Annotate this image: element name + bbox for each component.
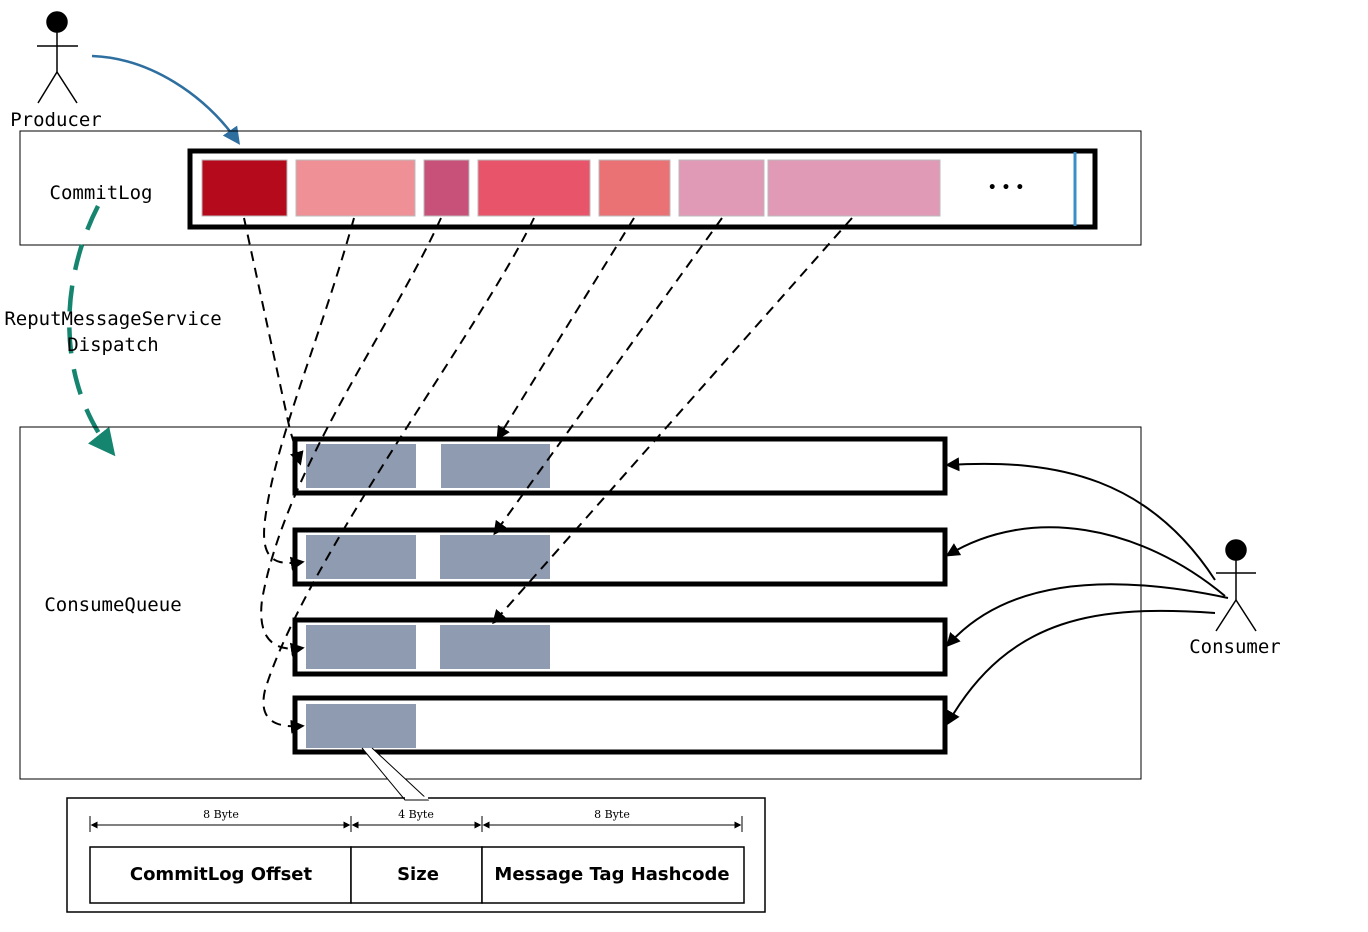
queue-entry (306, 535, 416, 579)
mapping-arrow (263, 217, 355, 571)
consume-queues (292, 436, 948, 755)
commitlog-messages (201, 159, 941, 217)
commitlog-panel (19, 130, 1142, 246)
commitlog-message (423, 159, 470, 217)
dispatch-label-line2: Dispatch (67, 334, 159, 356)
entry-format-dimensions (89, 816, 743, 832)
queue-entry (441, 444, 550, 488)
pull-arrow (946, 583, 1229, 648)
pull-arrow (946, 609, 1216, 726)
consumer-pull-arrows (945, 457, 1229, 726)
queue-entry (440, 625, 550, 669)
field-size-tag: 8 Byte (594, 808, 630, 821)
consumer-actor-icon (1215, 539, 1257, 632)
dispatch-arrow (67, 204, 116, 457)
commitlog-label: CommitLog (50, 182, 153, 204)
commitlog-message (678, 159, 765, 217)
queue-entry (306, 704, 416, 748)
mapping-arrow (493, 217, 723, 536)
field-size-size: 4 Byte (398, 808, 434, 821)
entry-format-callout (361, 747, 430, 801)
field-name-tag: Message Tag Hashcode (494, 864, 729, 885)
pull-arrow (945, 526, 1226, 597)
consumer-label: Consumer (1189, 636, 1281, 658)
field-name-offset: CommitLog Offset (130, 864, 313, 885)
dispatch-label-line1: ReputMessageService (4, 308, 221, 330)
consumequeue-panel (19, 426, 1142, 780)
commitlog-ellipsis: • • • (988, 180, 1025, 196)
field-name-size: Size (397, 864, 439, 885)
commitlog-message (767, 159, 941, 217)
field-size-offset: 8 Byte (203, 808, 239, 821)
commitlog-message (295, 159, 416, 217)
commitlog-message (201, 159, 288, 217)
field-cell-offset (89, 846, 352, 904)
mapping-arrow (492, 217, 853, 625)
producer-label: Producer (10, 109, 102, 131)
mapping-arrow (243, 217, 304, 466)
mapping-arrow (260, 217, 442, 657)
queue-entry (306, 444, 416, 488)
field-cell-tag (481, 846, 745, 904)
producer-write-arrow (91, 54, 241, 145)
pull-arrow (945, 457, 1216, 581)
queue-entry (440, 535, 550, 579)
consumequeue-label: ConsumeQueue (44, 594, 181, 616)
mapping-arrow (496, 217, 635, 441)
dispatch-mapping-arrows (243, 217, 853, 734)
commitlog-message (598, 159, 671, 217)
commitlog-message (477, 159, 591, 217)
queue-entry (306, 625, 416, 669)
producer-actor-icon (37, 11, 78, 104)
